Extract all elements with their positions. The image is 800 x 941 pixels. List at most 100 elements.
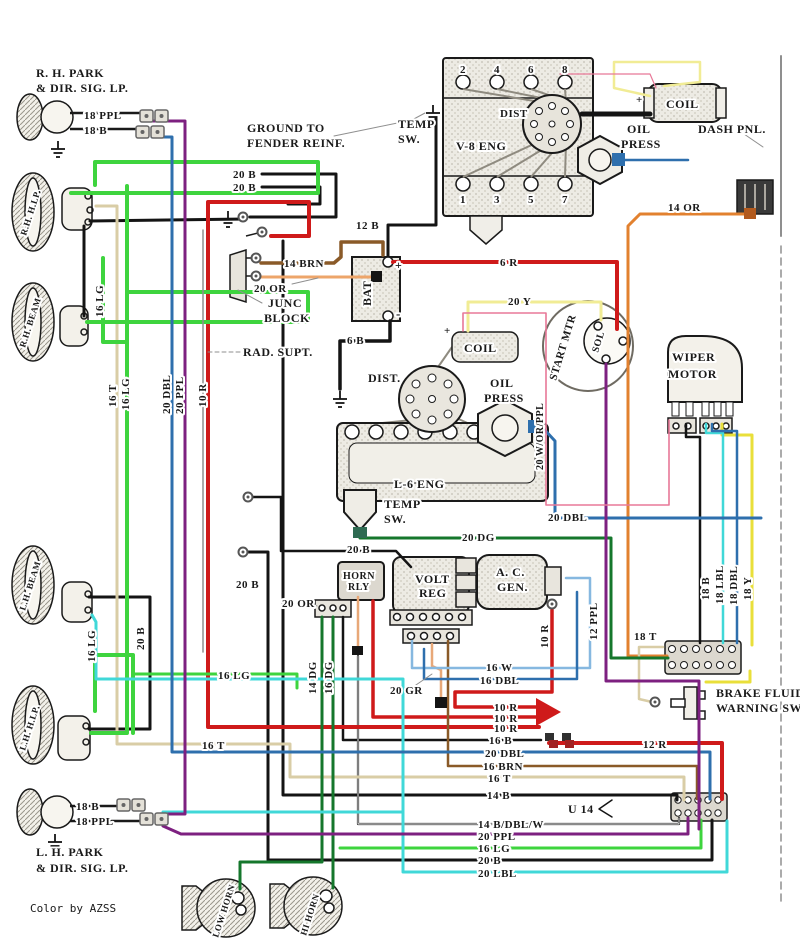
wire-20y [466,300,603,333]
wire-lamp34-link [87,595,152,731]
label-20b-bot: 20 B [478,855,501,867]
label-dash-pnl: DASH PNL. [698,122,766,136]
label-temp-sw-v8-1: TEMP [398,117,435,131]
label-6b: 6 B [347,335,364,347]
rh-headlamp [11,172,94,252]
label-10r-vert2: 10 R [197,383,209,407]
wire-20b-hornrelay [250,495,413,569]
wire-10r-generator [453,608,554,709]
label-18dbl-vert: 18 DBL [728,566,740,605]
lh-park-lamp [16,788,140,836]
label-wiper-2: MOTOR [668,367,717,381]
label-volt-2: REG [419,586,447,600]
wires-layer [69,55,782,905]
label-10r-3: 10 R [494,723,518,735]
leader-ground-fender [333,112,426,137]
label-16b: 16 B [489,735,512,747]
label-cyl-7: 7 [562,194,568,206]
junction-block [229,232,259,304]
v8-engine-block [442,57,594,245]
label-18ppl-top: 18 PPL [84,110,122,122]
splice-arrow-10r [536,698,561,726]
label-cyl-4: 4 [494,64,500,76]
label-rh-park-2: & DIR. SIG. LP. [36,81,128,95]
label-wiper-1: WIPER [672,350,715,364]
wire-20b-top-outer [248,172,338,219]
u14-bracket [598,799,613,818]
wire-lg-main [89,184,129,735]
wire-14b-long [281,239,679,802]
wire-lg-bottom-loop [93,653,135,735]
label-acgen-2: GEN. [497,580,528,594]
label-20y: 20 Y [508,296,531,308]
label-lh-park-1: L. H. PARK [36,845,104,859]
label-rh-park-1: R. H. PARK [36,66,104,80]
label-20or-a: 20 OR [254,283,287,295]
label-20lbl-bot: 20 LBL [478,868,517,880]
connector-12r-a [549,740,558,748]
label-dist-v8: DIST [500,108,528,120]
label-16lg-v2: 16 LG [120,378,132,410]
label-cyl-3: 3 [494,194,500,206]
label-16lg-mid: 16 LG [218,670,250,682]
label-volt-1: VOLT [415,572,450,586]
leader-20or-horn [306,600,318,607]
label-temp-sw-v8-2: SW. [398,132,420,146]
wire-coil-pink [559,73,657,89]
label-20dbl-bot: 20 DBL [485,748,524,760]
plug-18ppl-bot-a [139,812,154,826]
label-credit: Color by AZSS [30,902,116,915]
label-16lg-v3: 16 LG [86,630,98,662]
label-20worppl: 20 W/OR/PPL [535,403,546,470]
label-6r: 6 R [500,257,518,269]
label-12ppl: 12 PPL [588,602,600,640]
label-20dbl-right: 20 DBL [548,512,587,524]
wire-14bdblw-core [357,655,680,825]
wire-20lbl-row [90,613,729,874]
label-cyl-6: 6 [528,64,534,76]
label-16dg-vert: 16 DG [323,661,335,694]
label-block: BLOCK [264,311,310,325]
connector-12r-b [565,740,574,748]
wire-12ppl [604,362,701,831]
label-16brn: 16 BRN [483,761,523,773]
connector-oil-v8 [612,153,625,166]
wire-lg-beam-loop [85,290,310,324]
wire-lg-jog [101,256,127,344]
wire-12r [547,741,724,801]
wire-14brn [259,240,385,265]
l6-engine-block [336,331,549,532]
label-14or: 14 OR [668,202,701,214]
label-oil-press-l6-1: OIL [490,376,514,390]
wire-16b [341,615,543,742]
label-plus-bat: + [395,258,402,272]
bulkhead-connector [664,640,742,675]
label-14dg-vert: 14 DG [307,661,319,694]
label-rad-supt: RAD. SUPT. [243,345,313,359]
label-18lbl-vert: 18 LBL [714,565,726,604]
label-16t-mid: 16 T [202,740,225,752]
label-20b-d: 20 B [236,579,259,591]
label-horn-rly-2: RLY [348,582,370,593]
wire-16lg-row [338,818,703,850]
l6-coil [451,331,519,363]
wire-18dbl-wiper [710,422,739,645]
label-18y-vert: 18 Y [742,577,754,600]
leader-dash-pnl [743,133,764,148]
connector-16b-a [545,733,554,741]
label-18b-top: 18 B [84,125,107,137]
label-14bdblw: 14 B/DBL/W [478,819,544,831]
lh-headlamp [11,685,91,765]
label-coil-l6: COIL [464,341,497,355]
label-bat: BAT [360,281,374,306]
label-16lg-v1: 16 LG [94,285,106,317]
ground-fender [221,211,235,228]
label-acgen-1: A. C. [496,565,525,579]
label-cyl-8: 8 [562,64,568,76]
wire-12b [386,116,438,258]
wire-20b-bottom [245,550,714,862]
wire-14or [626,212,750,658]
v8-plug-wires [462,88,567,178]
wire-10r-hornrelay [371,599,540,719]
